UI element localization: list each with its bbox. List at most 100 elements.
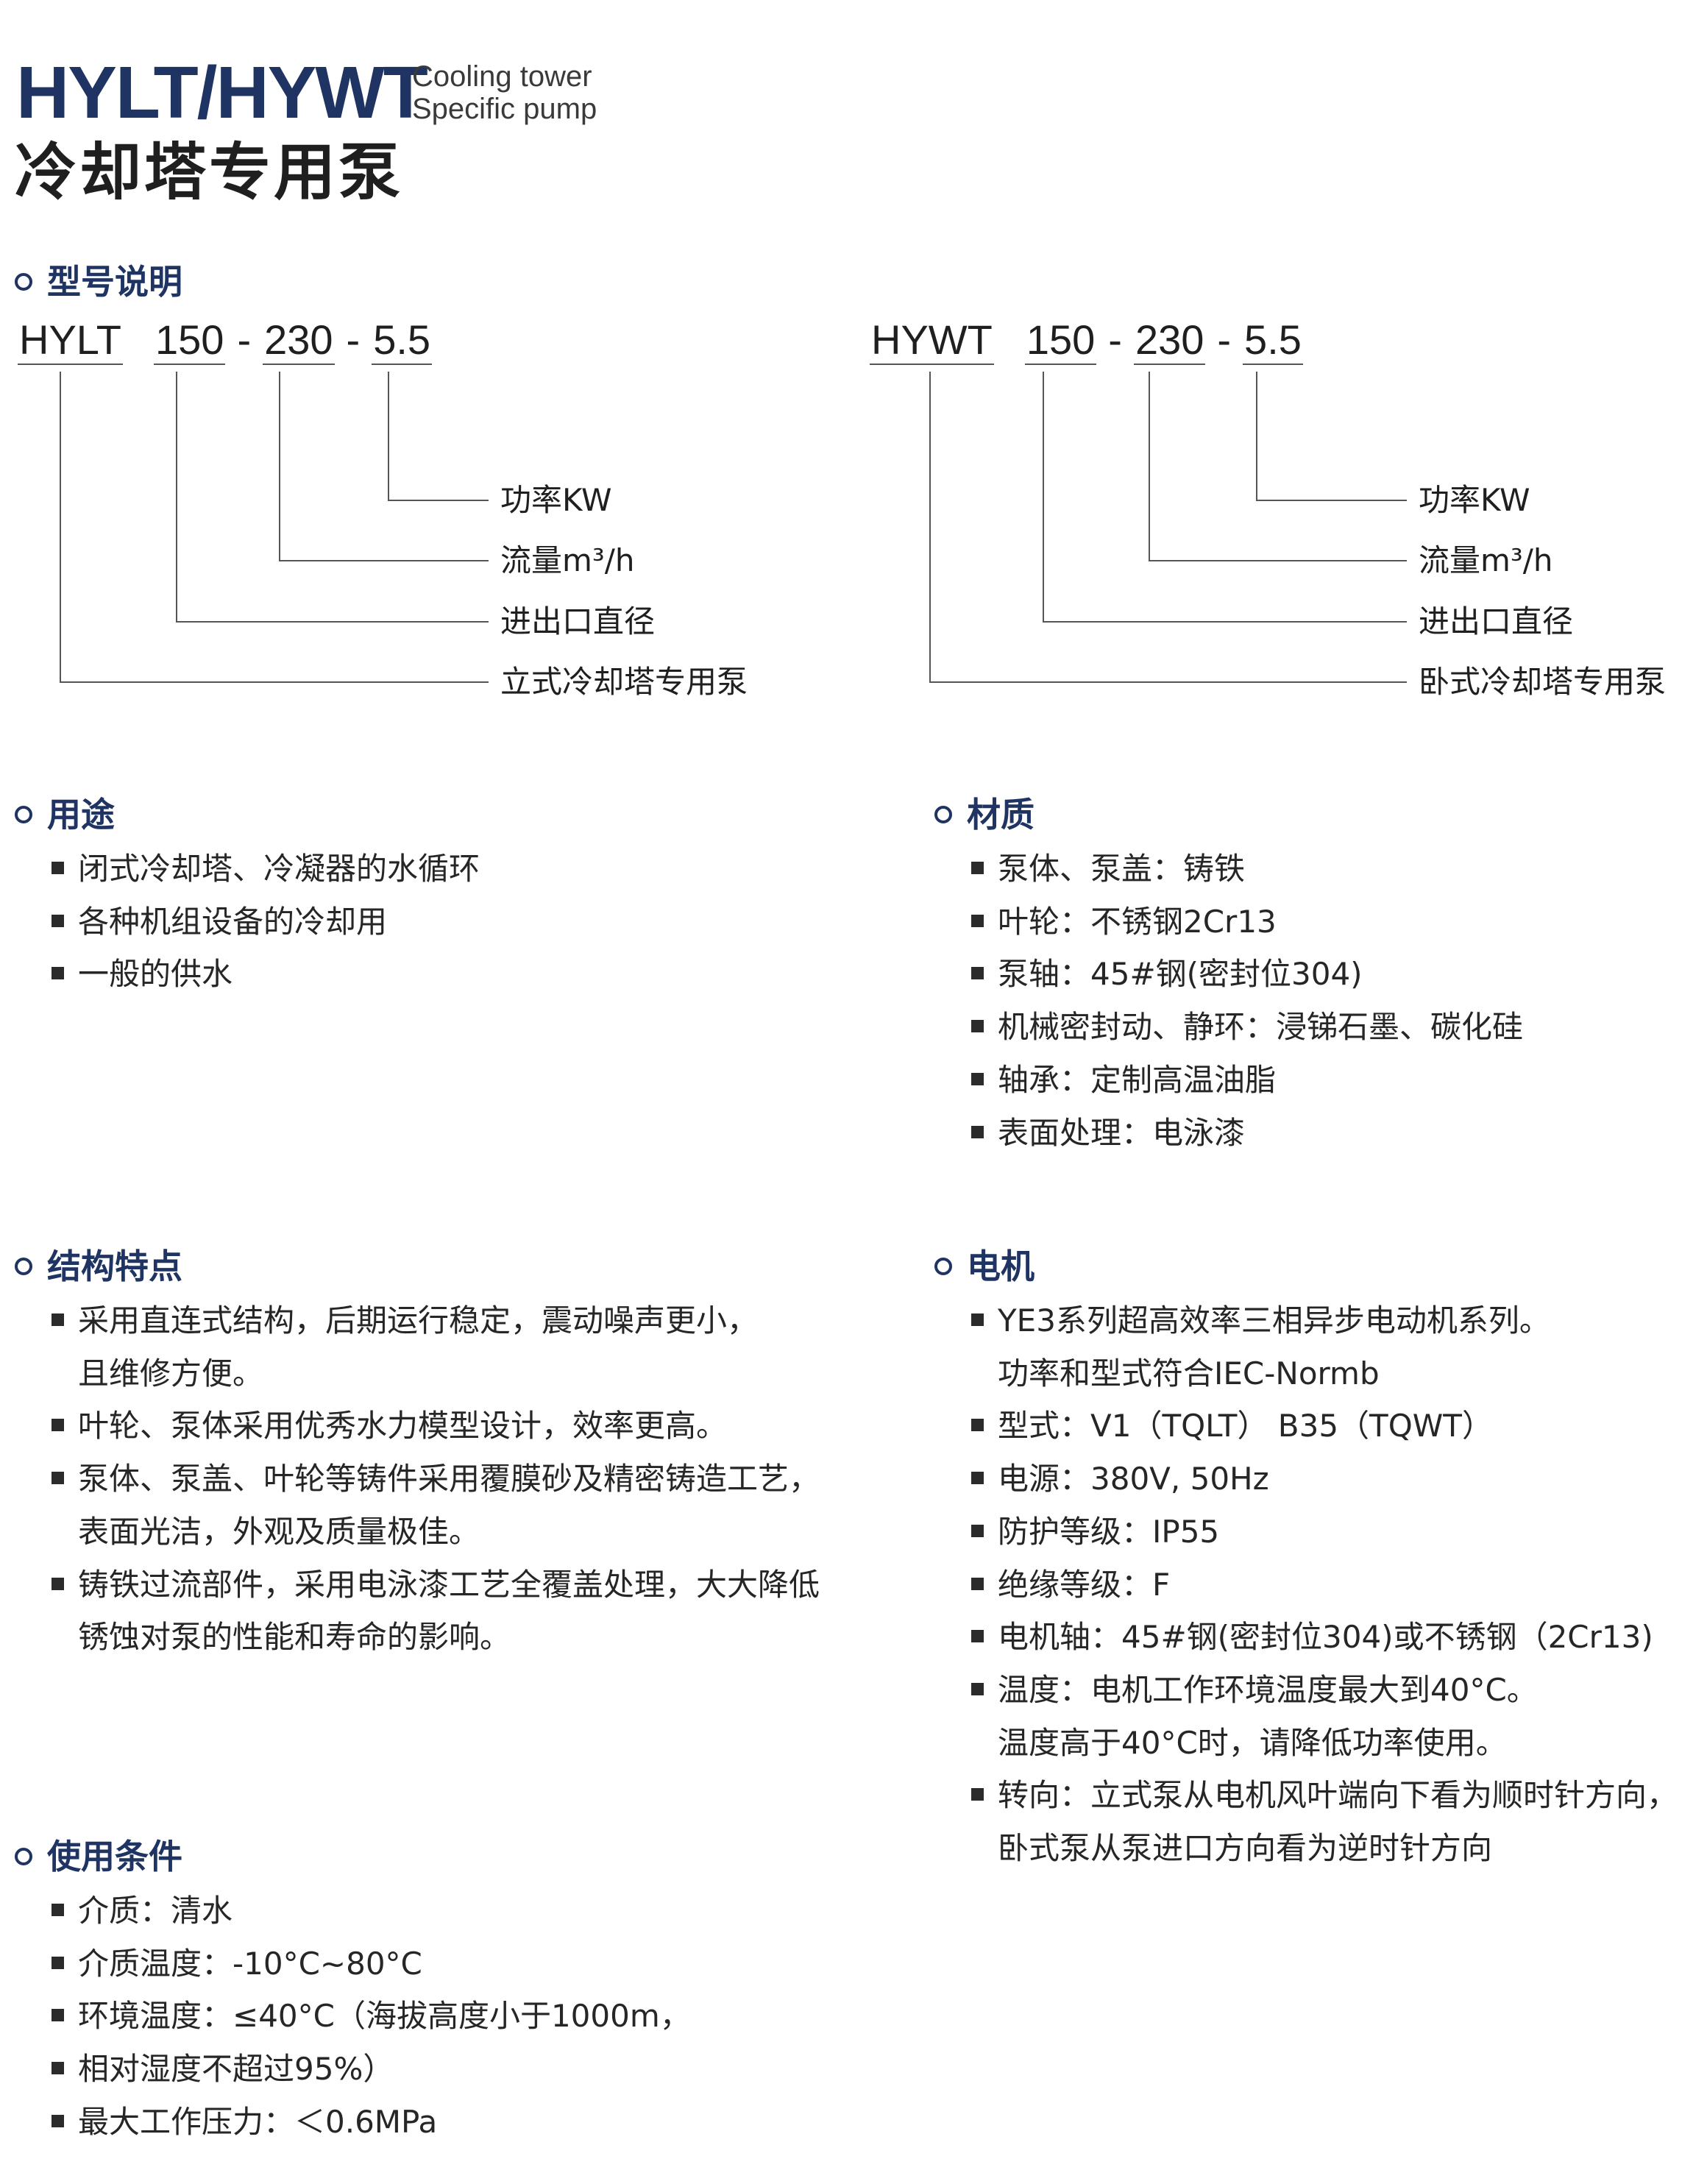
model-code-horizontal: HYWT 150 - 230 - 5.5 [870, 316, 1303, 365]
square-bullet-icon [52, 967, 64, 980]
subtitle-line-1: Cooling tower [412, 60, 592, 93]
square-bullet-icon [971, 1524, 984, 1537]
callout-type: 立式冷却塔专用泵 [500, 664, 748, 700]
list-item-text: 环境温度：≤40°C（海拔高度小于1000m， [78, 1998, 691, 2035]
model-code-vertical: HYLT 150 - 230 - 5.5 [18, 316, 433, 365]
structure-list: 采用直连式结构，后期运行稳定，震动噪声更小，且维修方便。叶轮、泵体采用优秀水力模… [52, 1294, 820, 1664]
conditions-list: 介质：清水介质温度：-10°C~80°C 环境温度：≤40°C（海拔高度小于100… [52, 1885, 691, 2149]
list-item: 环境温度：≤40°C（海拔高度小于1000m， [52, 1990, 691, 2043]
list-item: 泵轴：45#钢(密封位304) [971, 948, 1523, 1001]
section-heading-structure: 结构特点 [15, 1244, 182, 1288]
circle-bullet-icon [15, 806, 32, 823]
callout-type: 卧式冷却塔专用泵 [1419, 664, 1667, 700]
square-bullet-icon [52, 2062, 64, 2075]
square-bullet-icon [971, 1020, 984, 1033]
list-item-text: 机械密封动、静环：浸锑石墨、碳化硅 [998, 1009, 1524, 1046]
square-bullet-icon [52, 2009, 64, 2022]
power-connector [388, 372, 489, 501]
square-bullet-icon [52, 1956, 64, 1969]
square-bullet-icon [971, 1125, 984, 1138]
list-item: 介质：清水 [52, 1885, 691, 1937]
circle-bullet-icon [15, 1848, 32, 1865]
type-connector [929, 372, 1407, 683]
list-item: 铸铁过流部件，采用电泳漆工艺全覆盖处理，大大降低锈蚀对泵的性能和寿命的影响。 [52, 1559, 820, 1664]
list-item-text: 表面光洁，外观及质量极佳。 [78, 1513, 480, 1550]
list-item: 叶轮：不锈钢2Cr13 [971, 896, 1523, 949]
list-item-text: 叶轮、泵体采用优秀水力模型设计，效率更高。 [78, 1408, 728, 1444]
list-item-text: 轴承：定制高温油脂 [998, 1061, 1277, 1098]
section-heading-conditions: 使用条件 [15, 1834, 182, 1879]
list-item: 温度：电机工作环境温度最大到40°C。温度高于40°C时，请降低功率使用。 [971, 1664, 1678, 1769]
model-size: 150 [154, 316, 226, 365]
callout-power: 功率KW [500, 482, 612, 518]
list-item: 表面处理：电泳漆 [971, 1107, 1523, 1160]
list-item-text: 温度：电机工作环境温度最大到40°C。 [998, 1671, 1538, 1708]
list-item-text: 介质温度：-10°C~80°C [78, 1945, 422, 1982]
section-heading-material: 材质 [934, 793, 1035, 837]
square-bullet-icon [52, 1419, 64, 1432]
square-bullet-icon [971, 1788, 984, 1801]
square-bullet-icon [971, 1072, 984, 1085]
square-bullet-icon [971, 1682, 984, 1695]
list-item: 采用直连式结构，后期运行稳定，震动噪声更小，且维修方便。 [52, 1294, 820, 1400]
list-item: 防护等级：IP55 [971, 1506, 1678, 1559]
callout-diameter: 进出口直径 [500, 603, 656, 639]
list-item: YE3系列超高效率三相异步电动机系列。功率和型式符合IEC-Normb [971, 1294, 1678, 1400]
list-item-text: 铸铁过流部件，采用电泳漆工艺全覆盖处理，大大降低 [78, 1566, 820, 1603]
callout-power: 功率KW [1419, 482, 1530, 518]
model-power: 5.5 [372, 316, 433, 365]
circle-bullet-icon [15, 1258, 32, 1275]
square-bullet-icon [52, 1904, 64, 1916]
list-item-text: 一般的供水 [78, 956, 233, 993]
list-item: 机械密封动、静环：浸锑石墨、碳化硅 [971, 1001, 1523, 1054]
list-item-text: 最大工作压力：＜0.6MPa [78, 2103, 438, 2140]
usage-list: 闭式冷却塔、冷凝器的水循环各种机组设备的冷却用一般的供水 [52, 843, 480, 1001]
subtitle-line-2: Specific pump [412, 93, 597, 125]
model-flow: 230 [1133, 316, 1206, 365]
section-heading-usage: 用途 [15, 793, 115, 837]
list-item-text: 绝缘等级：F [998, 1566, 1171, 1603]
section-title: 使用条件 [47, 1837, 182, 1876]
square-bullet-icon [971, 967, 984, 980]
circle-bullet-icon [934, 806, 952, 823]
list-item-text: 电机轴：45#钢(密封位304)或不锈钢（2Cr13) [998, 1619, 1653, 1656]
section-heading-motor: 电机 [934, 1244, 1035, 1288]
list-item: 最大工作压力：＜0.6MPa [52, 2096, 691, 2149]
list-item-text: 功率和型式符合IEC-Normb [998, 1355, 1380, 1391]
model-separator: - [346, 316, 361, 363]
diameter-connector [1043, 372, 1407, 623]
diameter-connector [176, 372, 489, 623]
callout-flow: 流量m³/h [1419, 542, 1553, 578]
square-bullet-icon [52, 914, 64, 927]
product-code-title: HYLT/HYWT [16, 52, 428, 134]
section-title: 材质 [967, 795, 1035, 834]
model-prefix: HYLT [18, 316, 123, 365]
model-power: 5.5 [1243, 316, 1303, 365]
section-title: 结构特点 [47, 1247, 182, 1286]
list-item: 一般的供水 [52, 948, 480, 1001]
square-bullet-icon [971, 1472, 984, 1485]
square-bullet-icon [52, 1577, 64, 1590]
section-title: 型号说明 [47, 262, 182, 302]
list-item: 介质温度：-10°C~80°C [52, 1937, 691, 1990]
flow-connector [279, 372, 489, 561]
list-item-text: 泵体、泵盖、叶轮等铸件采用覆膜砂及精密铸造工艺， [78, 1461, 820, 1497]
list-item: 各种机组设备的冷却用 [52, 896, 480, 949]
product-english-subtitle: Cooling tower Specific pump [412, 60, 597, 125]
list-item-text: 卧式泵从泵进口方向看为逆时针方向 [998, 1830, 1493, 1867]
model-separator: - [1217, 316, 1232, 363]
power-connector [1256, 372, 1407, 501]
list-item: 相对湿度不超过95%） [52, 2043, 691, 2096]
square-bullet-icon [971, 1313, 984, 1326]
square-bullet-icon [971, 1630, 984, 1643]
list-item: 电机轴：45#钢(密封位304)或不锈钢（2Cr13) [971, 1611, 1678, 1664]
list-item: 绝缘等级：F [971, 1559, 1678, 1612]
square-bullet-icon [52, 2114, 64, 2127]
type-connector [60, 372, 489, 683]
list-item-text: YE3系列超高效率三相异步电动机系列。 [998, 1302, 1550, 1339]
list-item-text: 相对湿度不超过95%） [78, 2051, 394, 2088]
list-item: 泵体、泵盖、叶轮等铸件采用覆膜砂及精密铸造工艺， 表面光洁，外观及质量极佳。 [52, 1453, 820, 1558]
product-chinese-title: 冷却塔专用泵 [15, 136, 404, 208]
